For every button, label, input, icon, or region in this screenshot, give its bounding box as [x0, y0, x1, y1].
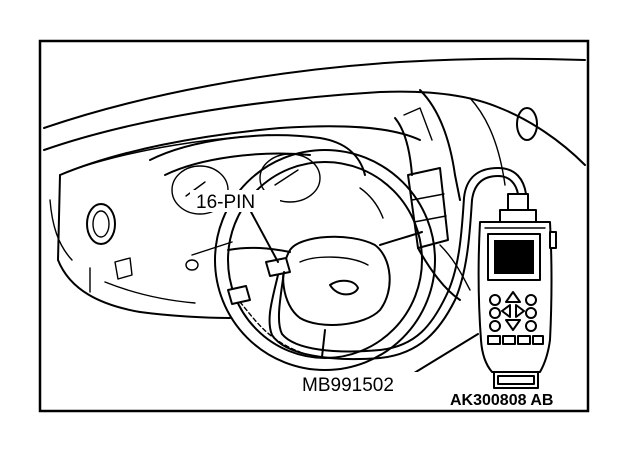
- tool-label: MB991502: [302, 375, 394, 396]
- steering-wheel: [214, 149, 436, 371]
- tool-label-bg: [298, 372, 422, 396]
- dashboard-illustration: [43, 57, 586, 319]
- connector-label-bg: [190, 190, 280, 212]
- diagnostic-tester: [477, 193, 557, 389]
- cable-and-connector: [227, 167, 527, 361]
- connector-leader-line: [249, 209, 279, 263]
- tool-leader-line: [405, 333, 479, 379]
- connector-label: 16-PIN: [196, 192, 255, 213]
- figure-code: AK300808 AB: [450, 392, 553, 409]
